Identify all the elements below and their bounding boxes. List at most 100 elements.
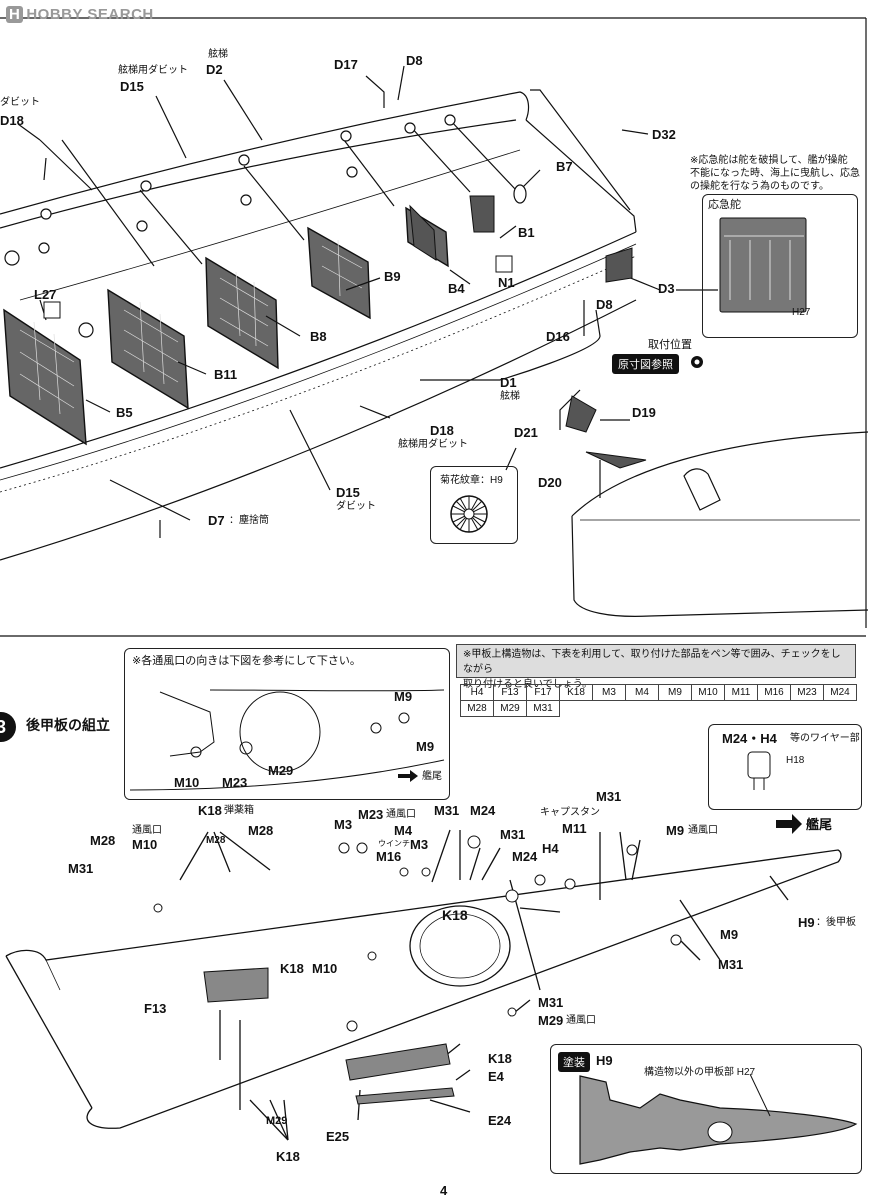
m31d: M31	[596, 789, 622, 804]
vent-orientation-box	[124, 648, 450, 800]
b4-label: B4	[448, 281, 465, 296]
e25: E25	[326, 1129, 350, 1144]
d15-bottom-note: ダビット	[336, 501, 376, 512]
wire-box-part: H18	[786, 755, 805, 766]
e4: E4	[488, 1069, 504, 1084]
m10b: M10	[312, 961, 338, 976]
emergency-rudder-note: ※応急舵は舵を破損して、艦が操舵 不能になった時、海上に曳航し、応急 の操舵を行…	[690, 155, 860, 192]
m9b: M9	[720, 927, 739, 942]
d15-bottom-label: D15	[336, 485, 360, 500]
d15-top-label: D15	[120, 79, 144, 94]
emergency-rudder-part: H27	[792, 307, 811, 318]
paint-box	[550, 1044, 862, 1174]
l27-label: L27	[34, 287, 57, 302]
d20-label: D20	[538, 475, 562, 490]
b8-label: B8	[310, 329, 327, 344]
k18-top: K18	[198, 803, 222, 818]
h9-note: ：後甲板	[816, 917, 856, 928]
m11: M11	[562, 821, 587, 836]
d18-note: ダビット	[0, 97, 40, 108]
d18-bottom-note: 舷梯用ダビット	[398, 439, 468, 450]
vent-m23: M23	[222, 775, 248, 790]
d2-label: D2	[206, 62, 223, 77]
step-number: 3	[0, 712, 16, 742]
chrysanthemum-crest-icon	[450, 495, 488, 533]
k18-bottom: K18	[276, 1149, 300, 1164]
m29b: M29	[266, 1115, 288, 1127]
m24b: M24	[512, 849, 538, 864]
stern-arrow-icon-2	[776, 814, 802, 834]
d3-label: D3	[658, 281, 675, 296]
d21-label: D21	[514, 425, 538, 440]
d19-label: D19	[632, 405, 656, 420]
d18-label: D18	[0, 113, 24, 128]
d16-label: D16	[546, 329, 570, 344]
vent-m9b: M9	[416, 739, 435, 754]
k18-top-note: 弾薬箱	[224, 805, 254, 816]
vent-m9a: M9	[394, 689, 413, 704]
mount-position-ref: 原寸図参照	[612, 354, 679, 374]
m9a: M9	[666, 823, 685, 838]
d1-label: D1	[500, 375, 517, 390]
m28a: M28	[90, 833, 116, 848]
m29: M29	[538, 1013, 564, 1028]
b7-label: B7	[556, 159, 573, 174]
vent-m10: M10	[174, 775, 200, 790]
d17-label: D17	[334, 57, 358, 72]
b9-label: B9	[384, 269, 401, 284]
d8-top-label: D8	[406, 53, 423, 68]
m28c: M28	[248, 823, 274, 838]
d32-label: D32	[652, 127, 676, 142]
winch: ウインチ	[378, 839, 410, 848]
vent-orientation-note: ※各通風口の向きは下図を参考にして下さい。	[132, 655, 361, 667]
wire-box-title: M24・H4	[722, 731, 777, 746]
chrysanthemum-label: 菊花紋章：H9	[440, 475, 503, 486]
k18-left: K18	[280, 961, 304, 976]
m10a: M10	[132, 837, 158, 852]
m4: M4	[394, 823, 413, 838]
wire-box-sub: 等のワイヤー部	[790, 733, 860, 744]
step-title: 後甲板の組立	[26, 717, 110, 733]
capstan: キャプスタン	[540, 807, 600, 818]
d1-note: 舷梯	[500, 391, 520, 402]
m31c: M31	[500, 827, 526, 842]
structure-note: ※甲板上構造物は、下表を利用して、取り付けた部品をペン等で囲み、チェックをしなが…	[456, 644, 856, 690]
m24a: M24	[470, 803, 496, 818]
m28b: M28	[206, 835, 226, 846]
m23-note: 通風口	[386, 809, 416, 820]
h9: H9	[798, 915, 815, 930]
vent-m29: M29	[268, 763, 294, 778]
d7-label: D7	[208, 513, 225, 528]
e24: E24	[488, 1113, 512, 1128]
paint-part: H9	[596, 1053, 613, 1068]
d7-note: ：塵捨筒	[229, 515, 269, 526]
stern-label: 艦尾	[806, 817, 833, 832]
emergency-rudder-title: 応急舵	[708, 199, 741, 211]
m3b: M3	[410, 837, 429, 852]
h4: H4	[542, 841, 559, 856]
m31e: M31	[718, 957, 744, 972]
b11-label: B11	[214, 367, 238, 382]
d15-top-note: 舷梯用ダビット	[118, 65, 188, 76]
b5-label: B5	[116, 405, 133, 420]
vent1: 通風口	[132, 825, 162, 836]
paint-note: 構造物以外の甲板部 H27	[644, 1067, 756, 1078]
emergency-rudder-box	[702, 194, 858, 338]
k18-right: K18	[488, 1051, 512, 1066]
wire-box	[708, 724, 862, 810]
stern-arrow-icon	[398, 770, 418, 782]
m31f: M31	[538, 995, 564, 1010]
m9a-note: 通風口	[688, 825, 718, 836]
m3a: M3	[334, 817, 353, 832]
f13: F13	[144, 1001, 167, 1016]
paint-tag: 塗装	[558, 1052, 590, 1072]
m23: M23	[358, 807, 384, 822]
d2-note: 舷梯	[208, 49, 228, 60]
m16: M16	[376, 849, 402, 864]
b1-label: B1	[518, 225, 535, 240]
